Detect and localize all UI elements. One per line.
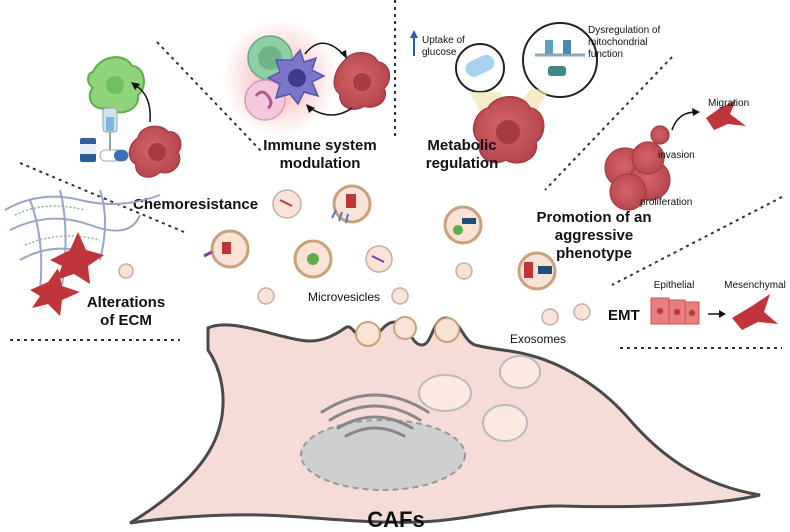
fibroblast-icon	[30, 268, 80, 316]
metabolic-label-line2: regulation	[426, 155, 499, 172]
fibroblast-icon	[50, 232, 104, 284]
uptake-label-line1: Uptake of	[422, 35, 465, 46]
aggressive-label-line3: phenotype	[556, 245, 632, 262]
chemoresistance-label: Chemoresistance	[133, 196, 258, 213]
up-arrow-icon	[410, 30, 418, 38]
caf-membrane	[129, 316, 761, 525]
epithelial-label: Epithelial	[654, 280, 695, 291]
emt-label: EMT	[608, 307, 640, 324]
vesicle-icon	[272, 189, 302, 219]
migration-label: Migration	[708, 98, 749, 109]
uptake-label-line2: glucose	[422, 47, 457, 58]
mesenchymal-cell-icon	[732, 294, 778, 330]
metabolic-label-line1: Metabolic	[427, 137, 496, 154]
alterations-label-line1: Alterations	[87, 294, 165, 311]
vesicle-icon	[443, 205, 483, 245]
section-separators	[10, 0, 783, 349]
dysregulation-label-line1: Dysregulation of	[588, 25, 660, 36]
multivesicular-bodies	[418, 355, 541, 442]
emt-panel: EMT Epithelial Mesenchymal	[608, 280, 786, 330]
dysregulation-label-line3: function	[588, 49, 623, 60]
tumor-cluster-icon	[604, 125, 671, 211]
mesenchymal-label: Mesenchymal	[724, 280, 786, 291]
vesicle-icon	[118, 263, 134, 279]
invasion-label: invasion	[658, 150, 695, 161]
metabolic-panel: Uptake of glucose Dysregulation of mitoc…	[410, 22, 660, 172]
vesicle-icon	[455, 262, 473, 280]
vesicle-icon	[391, 287, 409, 305]
iv-drip-icon	[102, 107, 118, 150]
vesicle-icon	[203, 229, 250, 269]
epithelial-cell-icon	[650, 297, 700, 325]
golgi-icon	[320, 393, 430, 438]
cafs-label: CAFs	[367, 507, 424, 532]
capsule-icon	[99, 149, 129, 162]
immune-label-line1: Immune system	[263, 137, 376, 154]
exosomes-label: Exosomes	[510, 332, 566, 346]
mitochondria-icon	[522, 22, 598, 98]
vesicle-icon	[517, 251, 557, 291]
alterations-label-line2: of ECM	[100, 312, 152, 329]
vesicle-icon	[541, 308, 559, 326]
collagen-fiber-icon	[14, 205, 101, 246]
arrow-icon	[134, 84, 151, 123]
vesicle-icon	[365, 245, 393, 273]
vesicle-icon	[331, 184, 372, 224]
aggressive-label-line2: aggressive	[555, 227, 633, 244]
aggressive-panel: Migration invasion proliferation Promoti…	[537, 98, 750, 262]
aggressive-label-line1: Promotion of an	[537, 209, 652, 226]
chemoresistance-panel: Chemoresistance	[80, 56, 258, 213]
vesicle-icon	[573, 303, 591, 321]
neutrophil-icon	[244, 79, 286, 121]
budding-vesicle-icon	[355, 316, 460, 347]
ecm-panel: Alterations of ECM	[4, 189, 165, 329]
proliferation-label: proliferation	[640, 197, 692, 208]
microvesicles-label: Microvesicles	[308, 290, 380, 304]
nucleus-icon	[300, 419, 466, 491]
immune-panel: Immune system modulation	[222, 20, 391, 172]
vesicle-icon	[257, 287, 275, 305]
caf-cell	[129, 316, 761, 525]
migrating-cell-icon	[706, 100, 746, 130]
vesicle-icon	[293, 239, 333, 279]
pill-bottle-icon	[80, 138, 96, 162]
immune-label-line2: modulation	[280, 155, 361, 172]
dysregulation-label-line2: mitochondrial	[588, 37, 647, 48]
vesicles	[118, 184, 591, 347]
